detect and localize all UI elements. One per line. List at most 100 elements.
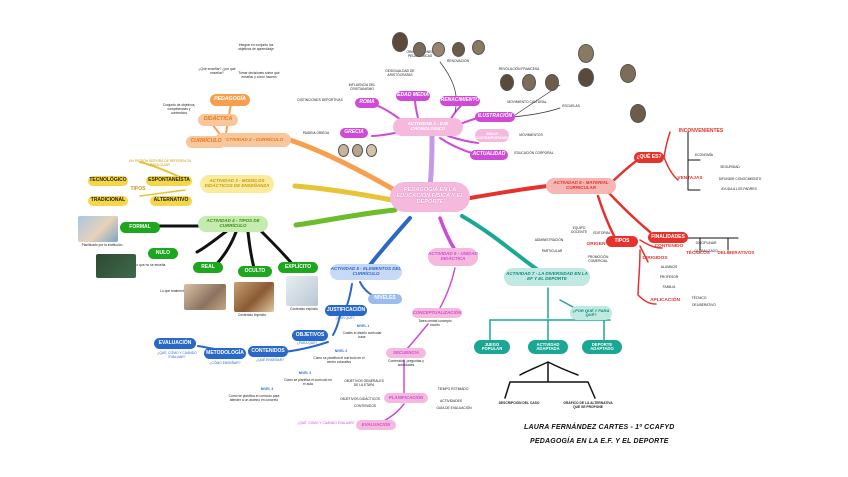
dirigido-3: FAMILIA (656, 286, 682, 290)
node-espontaneista[interactable]: ESPONTANEÍSTA (146, 176, 192, 186)
note-act4-c5: Contenido explícito (284, 308, 324, 312)
node-oculto[interactable]: OCULTO (238, 266, 272, 277)
node-roma[interactable]: ROMA (355, 98, 379, 108)
node-actividad-adaptada[interactable]: ACTIVIDAD ADAPTADA (528, 340, 568, 354)
note-em1: INFLUENCIA DEL CRISTIANISMO (337, 84, 387, 92)
act2-label: ACTIVIDAD 2 - CURRÍCULO (215, 133, 291, 147)
author-line-2: PEDAGOGÍA EN LA E.F. Y EL DEPORTE (530, 438, 669, 445)
node-nulo[interactable]: NULO (148, 248, 178, 259)
contenido-2: GLOBALIZADO (690, 250, 722, 254)
portrait-icon (366, 144, 377, 157)
portrait-icon (413, 42, 426, 57)
node-juego-popular[interactable]: JUEGO POPULAR (474, 340, 510, 354)
q-porque: ¿POR QUÉ? (330, 317, 360, 321)
contenido-1: DISCIPLINAR (690, 242, 722, 246)
portrait-icon (578, 44, 594, 63)
portrait-icon (630, 104, 646, 123)
node-actualidad[interactable]: ACTUALIDAD (470, 150, 508, 160)
desc-nivel4: Cómo se planifica el currículo para aten… (226, 395, 282, 403)
note-rom1: DISTINCIONES DEPORTIVAS (290, 99, 350, 103)
node-renacimiento[interactable]: RENACIMIENTO (440, 96, 480, 106)
portrait-icon (522, 74, 536, 91)
dirigido-1: ALUMNOS (656, 266, 682, 270)
node-deporte-adaptado[interactable]: DEPORTE ADAPTADO (582, 340, 622, 354)
origen-2: ADMINISTRACIÓN (532, 239, 566, 243)
node-finalidades[interactable]: FINALIDADES (648, 232, 688, 243)
node-objetivos[interactable]: OBJETIVOS (292, 330, 328, 341)
node-tecnologico[interactable]: TECNOLÓGICO (88, 176, 128, 186)
label-nivel3: NIVEL 3 (296, 372, 314, 376)
note-act2-n1: Integrar en conjunto los objetivos de ap… (234, 44, 278, 52)
desc-nivel2: Cómo se planifica el currículo en el cen… (312, 357, 366, 365)
node-conceptualizacion[interactable]: CONCEPTUALIZACIÓN (412, 308, 462, 318)
node-contenidos[interactable]: CONTENIDOS (248, 346, 288, 357)
node-edad-media[interactable]: EDAD MEDIA (396, 91, 430, 101)
note-act3-intro: UN PATRÓN SERVIRÁ DE REFERENCIA PARA GUI… (128, 160, 192, 168)
act6-label: ACTIVIDAD 6 - UNIDAD DIDÁCTICA (428, 248, 478, 266)
origen-4: PROMOCIÓN COMERCIAL (582, 256, 614, 264)
node-evaluacion-ud[interactable]: EVALUACIÓN (356, 420, 396, 430)
node-pedagogia[interactable]: PEDAGOGÍA (210, 94, 250, 106)
label-nivel2: NIVEL 2 (332, 350, 350, 354)
ventaja-4: AYUDA A LOS PADRES (716, 188, 762, 192)
node-curriculo[interactable]: CURRÍCULO (186, 136, 226, 148)
ventaja-2: SEGURIDAD (716, 166, 744, 170)
note-em2: DESIGUALDAD DE ARISTÓCRATAS (380, 70, 420, 78)
aplicacion-1: TÉCNICO (686, 297, 712, 301)
node-evaluacion[interactable]: EVALUACIÓN (154, 338, 196, 349)
label-ventajas: VENTAJAS (676, 176, 704, 182)
author-line-1: LAURA FERNÁNDEZ CARTES - 1º CCAFYD (524, 424, 675, 431)
plan-p6: GUÍA DE EVALUACIÓN (432, 407, 476, 411)
note-act1: EDUCACIÓN CORPORAL (512, 152, 556, 156)
act4-label: ACTIVIDAD 4 - TIPOS DE CURRÍCULO (198, 216, 268, 232)
note-act2-n3: Conjunto de objetivos, competencias y co… (160, 104, 198, 115)
node-didactica[interactable]: DIDÁCTICA (198, 114, 238, 126)
node-real[interactable]: REAL (193, 262, 223, 273)
node-metodologia[interactable]: METODOLOGÍA (204, 348, 246, 359)
note-gre1: PAIDEIA GRIEGA (295, 132, 337, 136)
origen-3: EDITORIAL (590, 232, 614, 236)
node-tradicional[interactable]: TRADICIONAL (88, 196, 128, 206)
note-escuelas: ESCUELAS (560, 105, 582, 109)
node-que-es[interactable]: ¿QUÉ ES? (634, 152, 664, 163)
note-act4-c1: Planificado por la institución (80, 244, 124, 248)
node-ilustracion[interactable]: ILUSTRACIÓN (475, 112, 515, 122)
note-descripcion: DESCRIPCIÓN DEL CASO (496, 402, 542, 406)
q-eval-ud: ¿QUÉ, CÓMO Y CUÁNDO EVALUAR? (296, 422, 356, 426)
portrait-icon (392, 32, 408, 52)
act1-label: ACTIVIDAD 1 - EJE CRONOLÓGICO (393, 118, 463, 136)
label-contenido: CONTENIDO (652, 244, 686, 250)
node-justificacion[interactable]: JUSTIFICACIÓN (325, 305, 367, 316)
center-title: PEDAGOGÍA EN LA EDUCACIÓN FÍSICA Y EL DE… (396, 188, 464, 206)
node-grecia[interactable]: GRECIA (340, 128, 368, 138)
desc-nivel3: Cómo se planifica el currículo en el aul… (284, 379, 332, 387)
label-aplicacion: APLICACIÓN (648, 298, 682, 304)
node-planificacion[interactable]: PLANIFICACIÓN (384, 393, 428, 403)
branch-act4 (296, 210, 395, 225)
portrait-icon (500, 74, 514, 91)
plan-p2: OBJETIVOS DIDÁCTICOS (336, 398, 384, 402)
node-niveles[interactable]: NIVELES (368, 294, 402, 304)
label-origen: ORIGEN (584, 242, 608, 248)
node-formal[interactable]: FORMAL (120, 222, 160, 233)
note-xix1: MOVIMIENTOS (514, 134, 548, 138)
node-porque-paraque[interactable]: ¿POR QUÉ Y PARA QUÉ? (570, 306, 612, 320)
note-il2: MOVIMIENTO CULTURAL (506, 101, 548, 105)
photo-image (234, 282, 274, 312)
ventaja-3: DIFUNDIR CONOCIMIENTO (716, 178, 764, 182)
label-dirigidos: DIRIGIDOS (640, 256, 670, 262)
q-que: ¿QUÉ ENSEÑAR? (250, 359, 290, 363)
act8-label: ACTIVIDAD 8 - MATERIAL CURRICULAR (546, 178, 616, 194)
center-node: PEDAGOGÍA EN LA EDUCACIÓN FÍSICA Y EL DE… (390, 182, 470, 212)
node-secuencia[interactable]: SECUENCIA (386, 348, 426, 358)
node-explicito[interactable]: EXPLÍCITO (278, 262, 318, 273)
origen-1: EQUIPO DOCENTE (566, 227, 592, 235)
aplicacion-2: DELIBERATIVO (686, 304, 722, 308)
node-alternativo[interactable]: ALTERNATIVO (150, 196, 192, 206)
node-siglo-xix[interactable]: SIGLO CONTEMPORÁNEO (475, 129, 509, 142)
plan-p4: TIEMPO ESTIMADO (432, 388, 474, 392)
act7-label: ACTIVIDAD 7 - LA DIVERSIDAD EN LA EF Y E… (504, 268, 590, 286)
node-tipos[interactable]: TIPOS (606, 236, 638, 247)
